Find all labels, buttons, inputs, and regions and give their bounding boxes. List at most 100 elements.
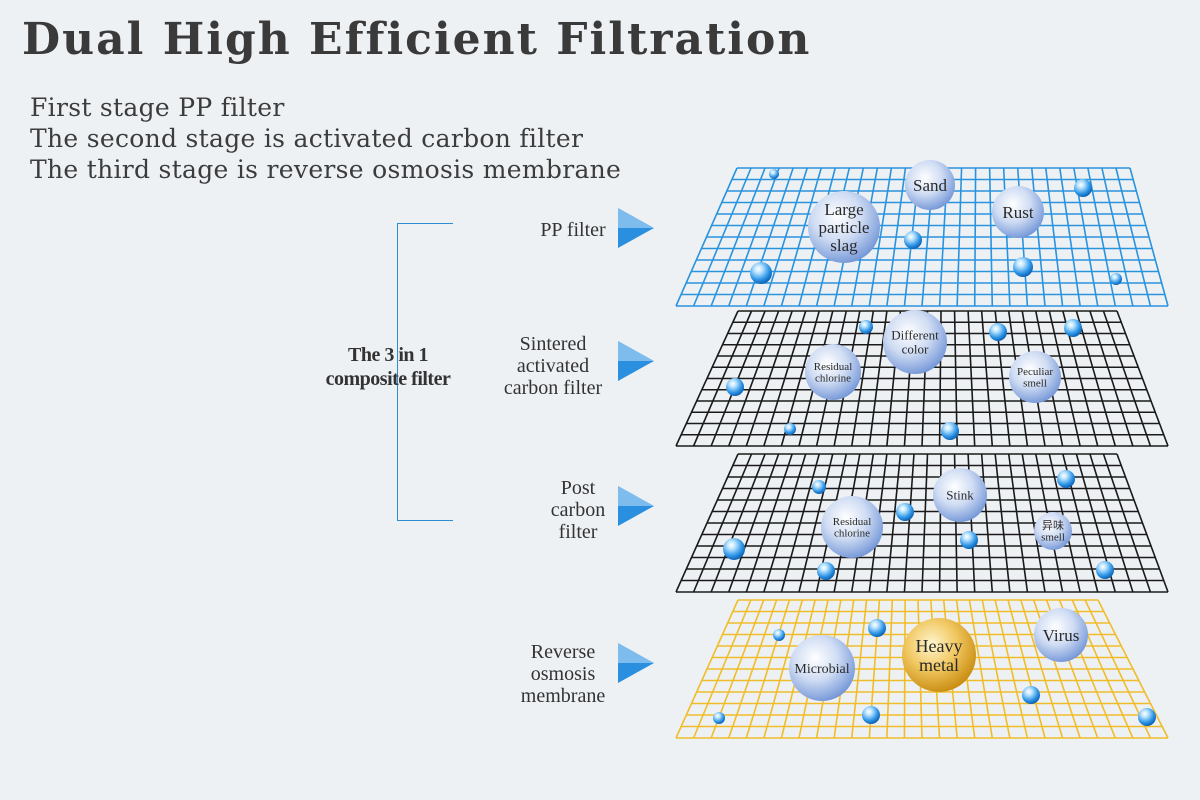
bubble-label: Microbial <box>794 662 849 677</box>
stage-label-line: PP filter <box>540 219 606 241</box>
grid-column-line <box>886 599 894 739</box>
bubble-icon <box>1034 512 1072 550</box>
grid-column-line <box>1129 167 1169 307</box>
bubble-label: Peculiar <box>1017 366 1053 378</box>
grid-column-line <box>850 599 868 739</box>
grid-column-line <box>938 453 942 593</box>
composite-bracket <box>397 223 453 521</box>
grid-column-line <box>988 167 994 307</box>
grid-column-line <box>1101 167 1134 307</box>
grid-column-line <box>1075 310 1117 447</box>
water-droplet-icon <box>784 423 796 435</box>
grid-column-line <box>675 167 738 307</box>
grid-column-line <box>692 599 752 739</box>
grid-column-line <box>994 599 1029 739</box>
grid-column-line <box>850 310 875 447</box>
grid-column-line <box>953 310 958 447</box>
grid-column-line <box>1030 167 1046 307</box>
grid-column-line <box>1102 310 1152 447</box>
grid-column-line <box>1102 453 1152 593</box>
intro-line-third-stage: The third stage is reverse osmosis membr… <box>30 155 622 184</box>
grid-column-line <box>886 453 902 593</box>
grid-column-line <box>710 167 766 307</box>
grid-column-line <box>921 453 929 593</box>
water-droplet-icon <box>868 619 886 637</box>
grid-column-line <box>1116 453 1169 593</box>
grid-column-line <box>727 599 778 739</box>
intro-line-second-stage: The second stage is activated carbon fil… <box>30 124 584 153</box>
grid-column-line <box>903 453 915 593</box>
stage-label-line: membrane <box>520 685 606 707</box>
gold-bubble-icon <box>902 618 976 692</box>
bubble-label: Different <box>891 328 939 343</box>
bubble-label: Residual <box>814 361 853 373</box>
grid-column-line <box>1089 453 1134 593</box>
arrow-sintered-carbon-icon <box>618 341 654 381</box>
bubble-label: particle <box>819 218 870 237</box>
grid-column-line <box>745 599 791 739</box>
bubble-label: Large <box>824 200 863 219</box>
bubble-label: color <box>902 341 929 356</box>
grid-column-line <box>780 167 822 307</box>
bubble-icon <box>1009 351 1061 403</box>
grid-column-line <box>727 167 780 307</box>
intro-line-first-stage: First stage PP filter <box>30 93 285 122</box>
grid-column-line <box>968 599 994 739</box>
grid-column-line <box>763 167 808 307</box>
grid-column-line <box>675 310 739 447</box>
contaminant-bubble: Virus <box>1034 608 1088 662</box>
bubble-label: chlorine <box>815 373 851 385</box>
bubble-label: metal <box>919 655 959 675</box>
grid-column-line <box>956 167 963 307</box>
water-droplet-icon <box>726 378 744 396</box>
water-droplet-icon <box>1022 686 1040 704</box>
stage-label-line: Reverse <box>530 641 596 663</box>
stage-label-pp-filter: PP filter <box>498 219 648 241</box>
bubble-label: smell <box>1041 532 1065 544</box>
grid-column-line <box>1021 453 1046 593</box>
water-droplet-icon <box>1013 257 1033 277</box>
water-droplet-icon <box>713 712 725 724</box>
bubble-icon <box>883 310 947 374</box>
grid-column-line <box>1089 310 1134 447</box>
stage-label-sintered-carbon: Sintered activated carbon filter <box>478 333 628 399</box>
grid-column-line <box>745 310 793 447</box>
grid-column-line <box>981 599 1011 739</box>
water-droplet-icon <box>769 169 779 179</box>
bubble-label: Heavy <box>916 636 963 656</box>
page-title: Dual High Efficient Filtration <box>22 14 812 65</box>
arrow-reverse-osmosis-icon <box>618 643 654 683</box>
stage-label-post-carbon: Post carbon filter <box>503 477 653 543</box>
bubble-icon <box>821 496 883 558</box>
stage-label-reverse-osmosis: Reverse osmosis membrane <box>488 641 638 707</box>
stage-label-line: carbon filter <box>503 377 603 399</box>
bubble-label: Rust <box>1002 203 1033 222</box>
arrow-pp-filter-icon <box>618 208 654 248</box>
composite-label-line-1: The 3 in 1 <box>347 344 429 366</box>
water-droplet-icon <box>817 562 835 580</box>
bubble-icon <box>808 191 880 263</box>
water-droplet-icon <box>941 422 959 440</box>
water-droplet-icon <box>904 231 922 249</box>
bubble-label: Stink <box>946 488 974 503</box>
bubble-icon <box>789 635 855 701</box>
bubble-label: 异味 <box>1042 519 1064 532</box>
grid-column-line <box>745 453 793 593</box>
stage-label-line: Post <box>560 477 596 499</box>
grid-column-line <box>745 167 794 307</box>
grid-column-line <box>1020 599 1064 739</box>
grid-column-line <box>886 167 907 307</box>
water-droplet-icon <box>960 531 978 549</box>
grid-column-line <box>1044 167 1064 307</box>
contaminant-bubble: Sand <box>905 160 955 210</box>
water-droplet-icon <box>723 538 745 560</box>
grid-column-line <box>1116 310 1169 447</box>
